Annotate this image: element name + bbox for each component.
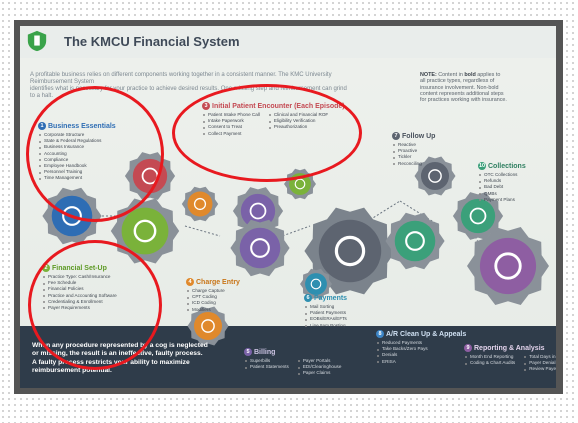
list-item: Payer Portals	[297, 358, 342, 364]
list-item: Bad Debt	[478, 184, 526, 190]
section-title: A/R Clean Up & Appeals	[386, 331, 467, 338]
highlight-circle-setup	[28, 240, 162, 370]
list-item: Month End Reporting	[464, 354, 515, 360]
list-item: Modifiers	[186, 307, 240, 313]
list-item: Coding & Chart Audits	[464, 360, 515, 366]
note-line-2: all practice types, regardless of	[420, 78, 495, 85]
highlight-circle-business	[26, 86, 164, 222]
section-title: Charge Entry	[196, 279, 240, 286]
list-item: Refunds	[478, 178, 526, 184]
list-item: ERISA	[376, 359, 466, 365]
section-title: Follow Up	[402, 133, 436, 140]
poster-title: The KMCU Financial System	[64, 34, 240, 49]
list-item: ICD Coding	[186, 300, 240, 306]
list-item: Charge Capture	[186, 288, 240, 294]
cog-people-arrows-icon	[304, 207, 396, 295]
note-line-1: NOTE: Content in bold applies to	[420, 72, 548, 78]
note-line-5: for practices working with insurance.	[420, 97, 507, 104]
list-item: Superbills	[244, 358, 289, 364]
note-pre: Content in	[438, 72, 465, 78]
list-item: Take Backs/Zero Pays	[376, 346, 466, 352]
cog-ledger-icon	[385, 212, 445, 270]
section-title: Payments	[314, 295, 348, 302]
note-label: NOTE:	[420, 72, 437, 78]
intro-text: A profitable business relies on differen…	[30, 72, 352, 100]
list-item: Review Payer Contracts	[523, 366, 556, 372]
list-item: OTC Collections	[478, 172, 526, 178]
note-bold: bold	[464, 72, 476, 78]
list-item: CPT Coding	[186, 294, 240, 300]
list-item: Reactive	[392, 142, 435, 148]
list-item: Total Days in AR	[523, 354, 556, 360]
cog-dollar-icon	[300, 268, 332, 300]
note-post: applies to	[475, 72, 501, 78]
section-title: Collections	[488, 163, 526, 170]
step-number: 10	[478, 162, 486, 170]
note-line-4: content represents additional steps	[420, 90, 504, 97]
step-number: 7	[392, 132, 400, 140]
footer-line-4: reimbursement potential.	[32, 367, 112, 375]
list-item: Payment Plans	[478, 197, 526, 203]
intro-line-2: identifies what is necessary for your pr…	[30, 86, 347, 99]
cog-calculator-icon	[452, 192, 504, 240]
cog-monitor-icon	[187, 306, 229, 346]
step-number: 5	[244, 348, 252, 356]
list-item: Payer Denial Rates	[523, 360, 556, 366]
list-item: Patient Statements	[244, 364, 289, 370]
cog-dollar-icon	[110, 198, 180, 264]
section-title: Billing	[254, 349, 276, 356]
list-item: Proactive	[392, 148, 435, 154]
step-number: 6	[304, 294, 312, 302]
list-item: Reduced Payments	[376, 340, 466, 346]
highlight-circle-initial	[172, 84, 362, 182]
list-item: Paper Claims	[297, 370, 342, 376]
list-item: EOBs/ERAs/EFTs	[304, 316, 347, 322]
list-item: Line Item Posting	[304, 323, 347, 329]
note-line-3: insurance involvement. Non-bold	[420, 84, 499, 91]
note-text: NOTE: Content in bold applies to all pra…	[420, 72, 548, 103]
section-title: Reporting & Analysis	[474, 345, 545, 352]
list-item: Tickler	[392, 154, 435, 160]
list-item: QMBs	[478, 191, 526, 197]
step-number: 9	[464, 344, 472, 352]
intro-line-1: A profitable business relies on differen…	[30, 72, 332, 85]
list-item: EDI/Clearinghouse	[297, 364, 341, 370]
list-item: Patient Payments	[304, 310, 347, 316]
list-item: Reconciling	[392, 161, 435, 167]
cog-bar-chart-icon	[467, 227, 549, 305]
shield-logo-icon	[27, 30, 47, 52]
list-item: Mail Sorting	[304, 304, 347, 310]
cog-envelope-icon	[230, 219, 290, 277]
list-item: Denials	[376, 352, 466, 358]
cog-monitor-icon	[181, 186, 219, 222]
section-list-2: Total Days in ARPayer Denial RatesReview…	[523, 354, 556, 373]
cog-checklist-icon	[414, 156, 456, 196]
step-number: 4	[186, 278, 194, 286]
step-number: 8	[376, 330, 384, 338]
header-band	[20, 26, 556, 58]
